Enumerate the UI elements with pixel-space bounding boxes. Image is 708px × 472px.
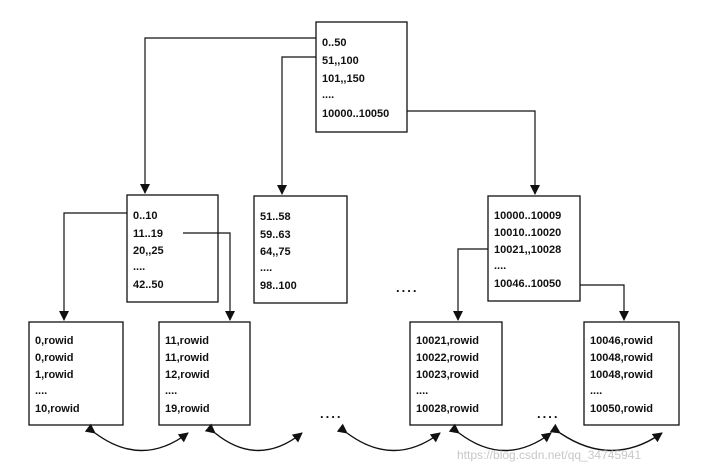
sibling-link-leaf-1-2 bbox=[84, 423, 189, 452]
root-node-box bbox=[315, 21, 408, 133]
leaf-2-entry-1: 11,rowid bbox=[165, 335, 209, 347]
sibling-link-gap-leaf-3 bbox=[336, 423, 441, 452]
leaf-node-2-box bbox=[158, 321, 251, 426]
leaf-4-entry-5: 10050,rowid bbox=[590, 403, 653, 415]
leaf-4-entry-1: 10046,rowid bbox=[590, 335, 653, 347]
leaf-gap-ellipsis-2: .... bbox=[537, 406, 559, 421]
leaf-3-entry-4: .... bbox=[416, 385, 428, 397]
branch-2-entry-3: 64,,75 bbox=[260, 246, 291, 258]
branch-2-entry-5: 98..100 bbox=[260, 280, 297, 292]
branch-node-1: 0..10 11..19 20,,25 .... 42..50 bbox=[126, 194, 219, 303]
pointer-root-to-branch-1 bbox=[140, 37, 316, 194]
branch-1-entry-1: 0..10 bbox=[133, 210, 157, 222]
leaf-1-entry-3: 1,rowid bbox=[35, 369, 74, 381]
leaf-2-entry-3: 12,rowid bbox=[165, 369, 210, 381]
pointer-branch-3-to-leaf-4 bbox=[580, 284, 629, 321]
branch-3-entry-3: 10021,,10028 bbox=[494, 244, 561, 256]
root-node: 0..50 51,,100 101,,150 .... 10000..10050 bbox=[315, 21, 408, 133]
root-entry-4: .... bbox=[322, 89, 334, 101]
sibling-link-gap-leaf-4 bbox=[549, 423, 663, 452]
pointer-root-to-branch-3 bbox=[407, 110, 540, 195]
branch-2-entry-2: 59..63 bbox=[260, 229, 291, 241]
branch-node-3: 10000..10009 10010..10020 10021,,10028 .… bbox=[487, 195, 581, 302]
branch-node-3-box bbox=[487, 195, 581, 302]
leaf-3-entry-1: 10021,rowid bbox=[416, 335, 479, 347]
leaf-2-entry-2: 11,rowid bbox=[165, 352, 209, 364]
leaf-1-entry-1: 0,rowid bbox=[35, 335, 74, 347]
branch-3-entry-1: 10000..10009 bbox=[494, 210, 561, 222]
pointer-root-to-branch-2 bbox=[277, 56, 316, 195]
branch-1-entry-4: .... bbox=[133, 261, 145, 273]
leaf-node-4: 10046,rowid 10048,rowid 10048,rowid ....… bbox=[583, 321, 680, 426]
root-entry-3: 101,,150 bbox=[322, 73, 365, 85]
branch-gap-ellipsis: .... bbox=[396, 280, 418, 295]
branch-2-entry-1: 51..58 bbox=[260, 211, 291, 223]
leaf-1-entry-4: .... bbox=[35, 385, 47, 397]
branch-3-entry-2: 10010..10020 bbox=[494, 227, 561, 239]
root-entry-2: 51,,100 bbox=[322, 55, 359, 67]
leaf-3-entry-5: 10028,rowid bbox=[416, 403, 479, 415]
leaf-3-entry-2: 10022,rowid bbox=[416, 352, 479, 364]
branch-3-entry-4: .... bbox=[494, 260, 506, 272]
leaf-4-entry-3: 10048,rowid bbox=[590, 369, 653, 381]
branch-node-1-box bbox=[126, 194, 219, 303]
leaf-node-1: 0,rowid 0,rowid 1,rowid .... 10,rowid bbox=[28, 321, 124, 426]
leaf-gap-ellipsis-1: .... bbox=[320, 406, 342, 421]
branch-1-entry-5: 42..50 bbox=[133, 279, 164, 291]
pointer-branch-1-to-leaf-1 bbox=[59, 212, 127, 321]
leaf-4-entry-4: .... bbox=[590, 385, 602, 397]
leaf-4-entry-2: 10048,rowid bbox=[590, 352, 653, 364]
branch-node-2: 51..58 59..63 64,,75 .... 98..100 bbox=[253, 195, 348, 304]
sibling-link-leaf-2-gap bbox=[204, 423, 303, 452]
root-entry-1: 0..50 bbox=[322, 37, 346, 49]
branch-3-entry-5: 10046..10050 bbox=[494, 278, 561, 290]
branch-1-entry-2: 11..19 bbox=[133, 228, 163, 240]
root-entry-5: 10000..10050 bbox=[322, 108, 389, 120]
branch-node-2-box bbox=[253, 195, 348, 304]
leaf-node-4-box bbox=[583, 321, 680, 426]
leaf-node-3: 10021,rowid 10022,rowid 10023,rowid ....… bbox=[409, 321, 503, 426]
sibling-link-leaf-3-gap bbox=[448, 423, 552, 452]
leaf-2-entry-4: .... bbox=[165, 385, 177, 397]
branch-1-entry-3: 20,,25 bbox=[133, 245, 164, 257]
leaf-1-entry-2: 0,rowid bbox=[35, 352, 74, 364]
watermark: https://blog.csdn.net/qq_34745941 bbox=[457, 448, 641, 462]
leaf-1-entry-5: 10,rowid bbox=[35, 403, 80, 415]
pointer-branch-1-to-leaf-2 bbox=[183, 232, 235, 321]
leaf-node-2: 11,rowid 11,rowid 12,rowid .... 19,rowid bbox=[158, 321, 251, 426]
leaf-2-entry-5: 19,rowid bbox=[165, 403, 210, 415]
branch-2-entry-4: .... bbox=[260, 262, 272, 274]
leaf-3-entry-3: 10023,rowid bbox=[416, 369, 479, 381]
pointer-branch-3-to-leaf-3 bbox=[453, 248, 488, 321]
leaf-node-1-box bbox=[28, 321, 124, 426]
